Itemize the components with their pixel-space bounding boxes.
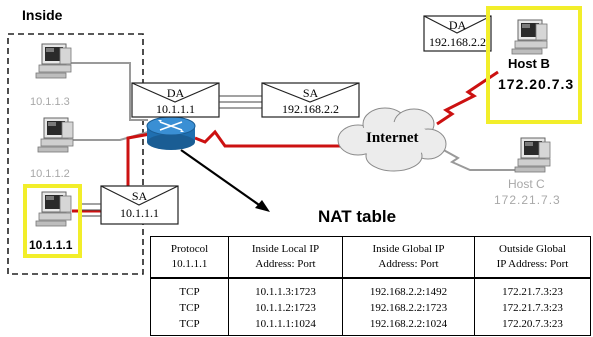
host-b-da-value: 192.168.2.2	[429, 35, 486, 49]
red-link-internet-host-b	[436, 70, 499, 126]
nat-header-line: Inside Global IP	[372, 243, 445, 255]
host-b-highlight	[486, 6, 582, 124]
router-icon	[146, 116, 196, 150]
host-3-ip: 10.1.1.3	[30, 96, 70, 108]
packet-host-b-da	[423, 15, 492, 52]
table-cell: TCP	[150, 278, 229, 301]
host-a-sa-label: SA	[131, 189, 148, 203]
router-da-value: 10.1.1.1	[156, 102, 195, 116]
packet-router-da	[131, 82, 220, 118]
host-c-ip: 172.21.7.3	[494, 193, 561, 207]
table-cell: 10.1.1.2:1723	[228, 301, 343, 317]
nat-header-line: Address: Port	[378, 258, 439, 270]
pc-icon-host-3	[35, 43, 72, 79]
host-a-sa-value: 10.1.1.1	[120, 206, 159, 220]
nat-arrow-head	[255, 200, 270, 212]
red-link-router-internet	[194, 129, 340, 148]
table-cell: TCP	[150, 301, 229, 317]
nat-header-cell: Inside Local IP Address: Port	[228, 236, 343, 279]
link-host-3	[70, 62, 148, 121]
nat-header-line: Outside Global	[499, 243, 566, 255]
host-b-ip: 172.20.7.3	[498, 76, 575, 92]
table-cell: 192.168.2.2:1024	[342, 316, 475, 336]
nat-header-line: Protocol	[170, 243, 209, 255]
nat-header-line: 10.1.1.1	[171, 258, 208, 270]
host-2-ip: 10.1.1.2	[30, 168, 70, 180]
table-cell: 172.21.7.3:23	[474, 278, 591, 301]
host-b-name: Host B	[508, 56, 550, 71]
red-link-host-a	[72, 132, 151, 213]
link-host-c	[439, 147, 515, 171]
nat-table: Protocol 10.1.1.1 Inside Local IP Address: …	[150, 236, 591, 336]
table-cell: 192.168.2.2:1492	[342, 278, 475, 301]
nat-header-line: Inside Local IP	[251, 243, 320, 255]
router-da-label: DA	[166, 86, 185, 100]
pc-icon-host-2	[37, 117, 74, 153]
packet-host-a-sa	[100, 185, 179, 225]
nat-table-title: NAT table	[318, 207, 397, 226]
inside-boundary	[7, 33, 144, 275]
host-a-highlight	[23, 184, 82, 258]
inside-label: Inside	[22, 7, 63, 23]
packet-router-connector	[219, 95, 262, 109]
packet-router-sa	[261, 82, 360, 118]
nat-header-line: IP Address: Port	[496, 258, 569, 270]
table-cell: 10.1.1.1:1024	[228, 316, 343, 336]
host-a-ip: 10.1.1.1	[29, 238, 73, 252]
host-b-da-label: DA	[448, 18, 467, 32]
internet-cloud	[337, 107, 447, 172]
table-cell: TCP	[150, 316, 229, 336]
router-sa-label: SA	[302, 86, 319, 100]
table-cell: 172.20.7.3:23	[474, 316, 591, 336]
table-cell: 10.1.1.3:1723	[228, 278, 343, 301]
host-c-name: Host C	[508, 177, 545, 191]
pc-icon-host-a	[35, 191, 72, 227]
internet-label: Internet	[366, 130, 419, 146]
nat-arrow	[180, 149, 263, 208]
table-cell: 172.21.7.3:23	[474, 301, 591, 317]
table-cell: 192.168.2.2:1723	[342, 301, 475, 317]
nat-header-cell: Inside Global IP Address: Port	[342, 236, 475, 279]
nat-header-cell: Outside Global IP Address: Port	[474, 236, 591, 279]
router-sa-value: 192.168.2.2	[282, 102, 339, 116]
pc-icon-host-c	[514, 137, 551, 173]
nat-header-cell: Protocol 10.1.1.1	[150, 236, 229, 279]
nat-header-line: Address: Port	[255, 258, 316, 270]
nat-header-row: Protocol 10.1.1.1 Inside Local IP Address: …	[150, 236, 591, 279]
pc-icon-host-b	[511, 19, 548, 55]
